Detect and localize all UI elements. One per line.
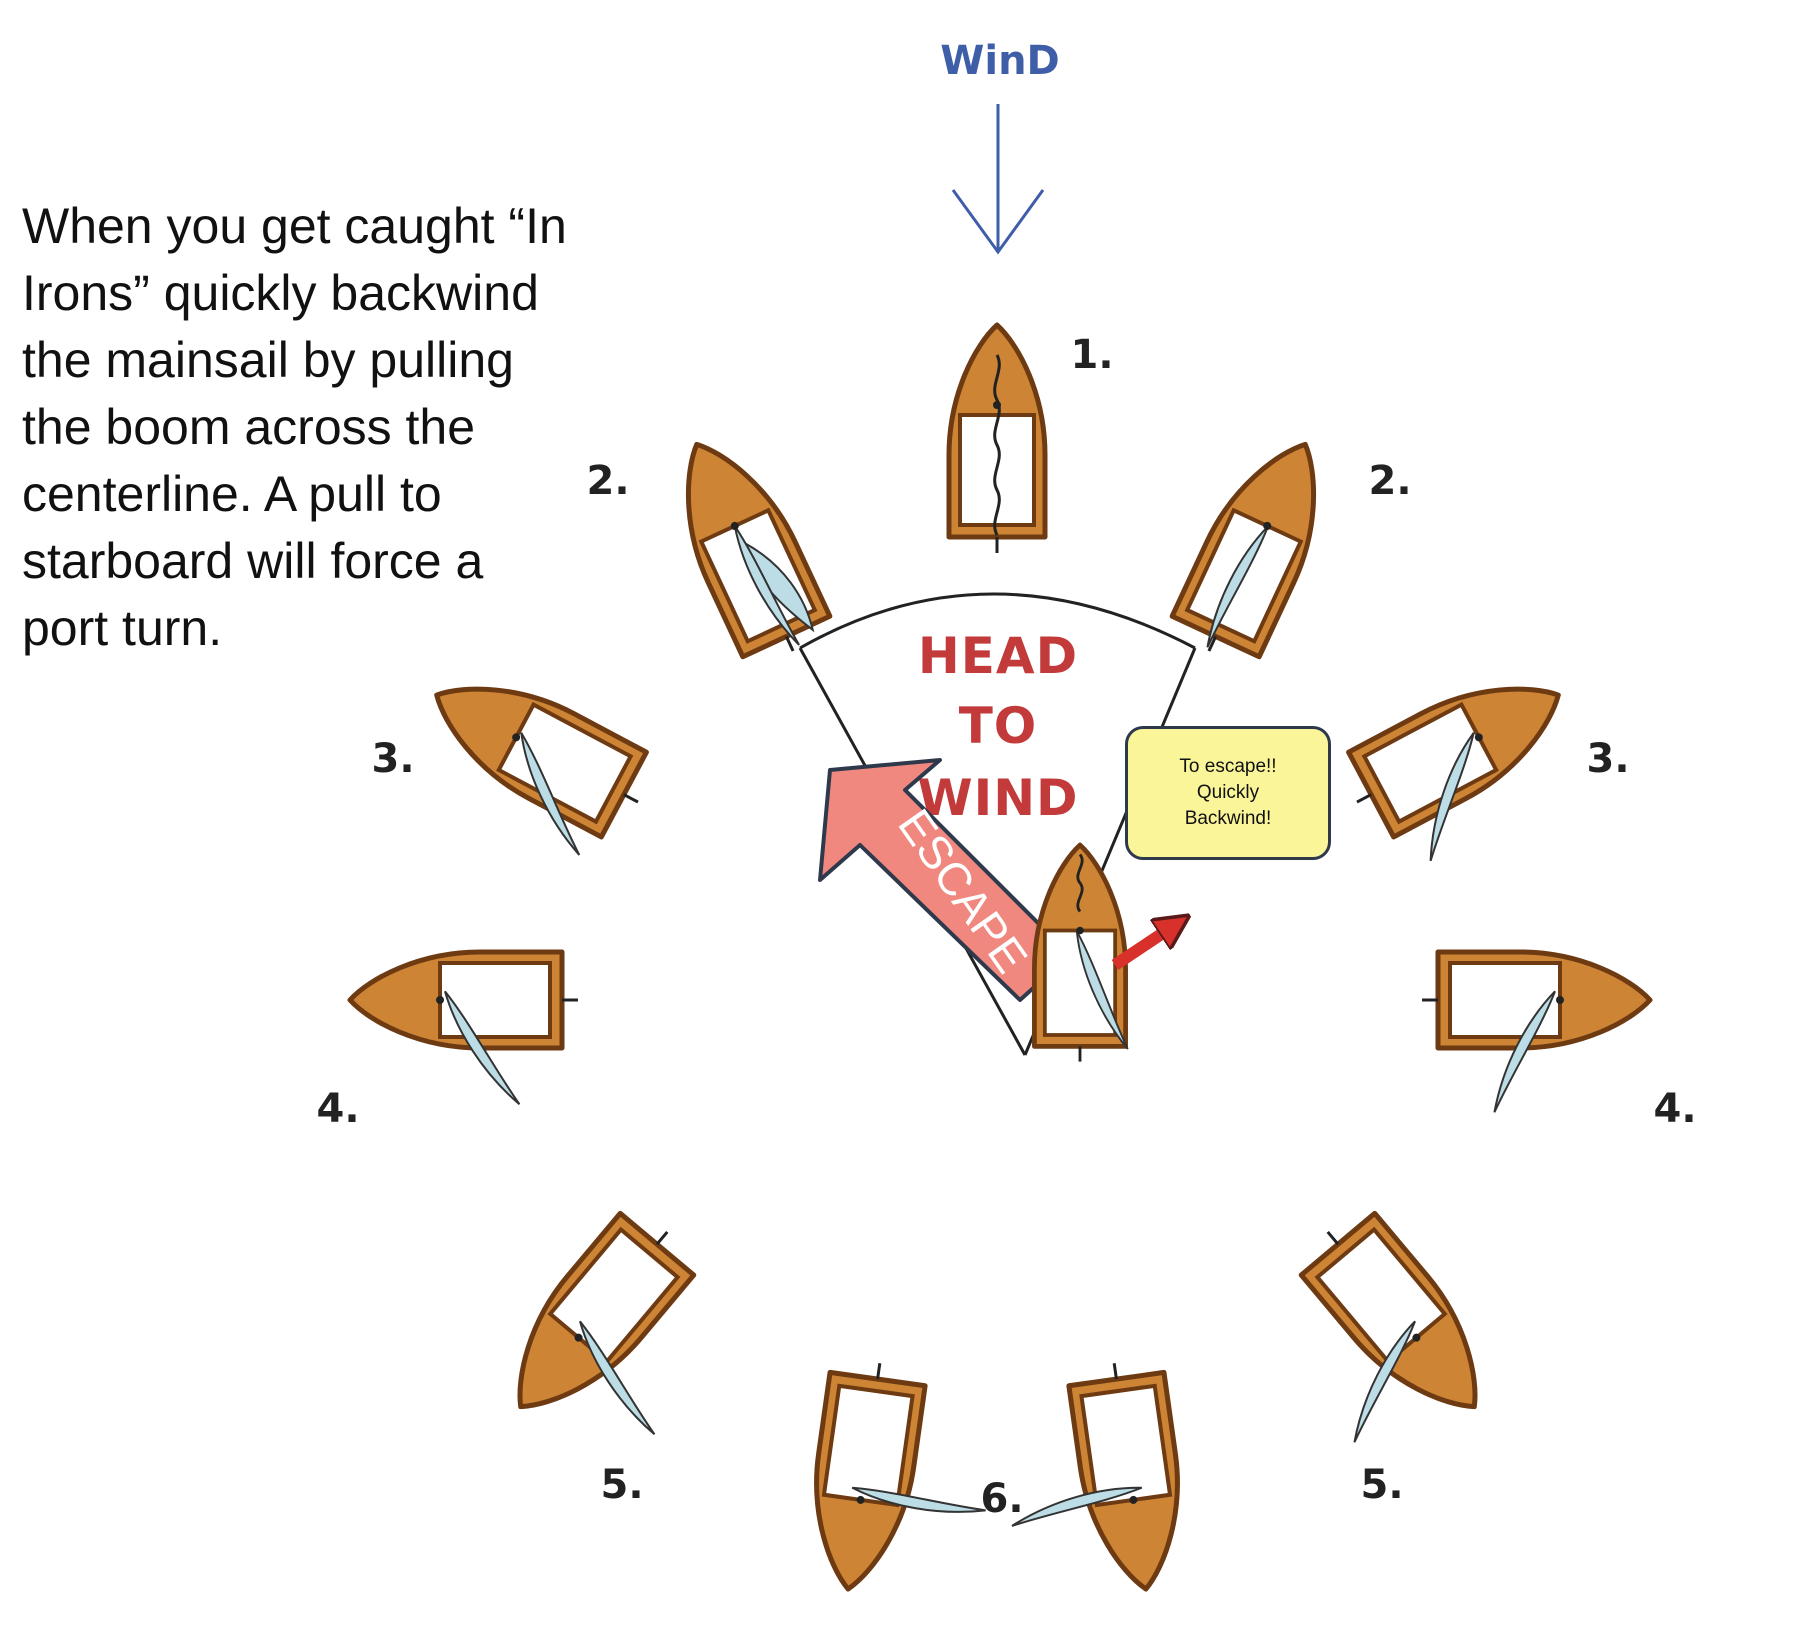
position-label-1: 1.	[1070, 332, 1113, 378]
boat-position-5-right	[1236, 1201, 1511, 1443]
position-label-3-right: 3.	[1586, 736, 1629, 782]
position-label-2-left: 2.	[586, 458, 629, 504]
callout-line: Quickly	[1196, 782, 1260, 803]
escape-callout: To escape!! Quickly Backwind!	[1125, 726, 1331, 860]
position-label-6: 6.	[980, 1476, 1023, 1522]
boat-position-6-right	[1011, 1357, 1193, 1607]
boat-position-6-left	[801, 1357, 986, 1607]
boat-position-3-left	[397, 653, 661, 856]
position-label-4-left: 4.	[316, 1086, 359, 1132]
boat-position-3-right	[1334, 653, 1598, 862]
boat-position-2-right	[1165, 424, 1348, 671]
wind-arrow	[951, 104, 1045, 255]
head-to-wind-line-3: WIND	[917, 769, 1078, 827]
position-label-5-right: 5.	[1360, 1462, 1403, 1508]
head-to-wind-line-1: HEAD	[918, 627, 1078, 685]
callout-line: To escape!!	[1179, 756, 1277, 777]
instruction-line: port turn.	[22, 600, 223, 656]
head-to-wind-line-2: TO	[959, 697, 1038, 755]
boat-position-4-left	[350, 952, 578, 1106]
position-label-5-left: 5.	[600, 1462, 643, 1508]
boat-position-5-left	[484, 1201, 759, 1484]
callout-line: Backwind!	[1184, 808, 1272, 829]
position-label-4-right: 4.	[1653, 1086, 1696, 1132]
instruction-text: When you get caught “In Irons” quickly b…	[22, 193, 622, 662]
position-label-2-right: 2.	[1368, 458, 1411, 504]
wind-label: WinD	[940, 38, 1060, 84]
instruction-line: the boom across the	[22, 399, 476, 455]
instruction-line: centerline. A pull to	[22, 466, 442, 522]
boat-position-1	[949, 325, 1045, 553]
boat-in-irons	[1034, 845, 1129, 1062]
boat-position-2-left	[653, 424, 836, 671]
instruction-line: When you get caught “In	[22, 198, 567, 254]
instruction-line: Irons” quickly backwind	[22, 265, 539, 321]
position-label-3-left: 3.	[371, 736, 414, 782]
instruction-line: starboard will force a	[22, 533, 484, 589]
boat-position-4-right	[1422, 952, 1650, 1113]
pull-to-starboard-arrow	[1111, 925, 1175, 970]
instruction-line: the mainsail by pulling	[22, 332, 514, 388]
